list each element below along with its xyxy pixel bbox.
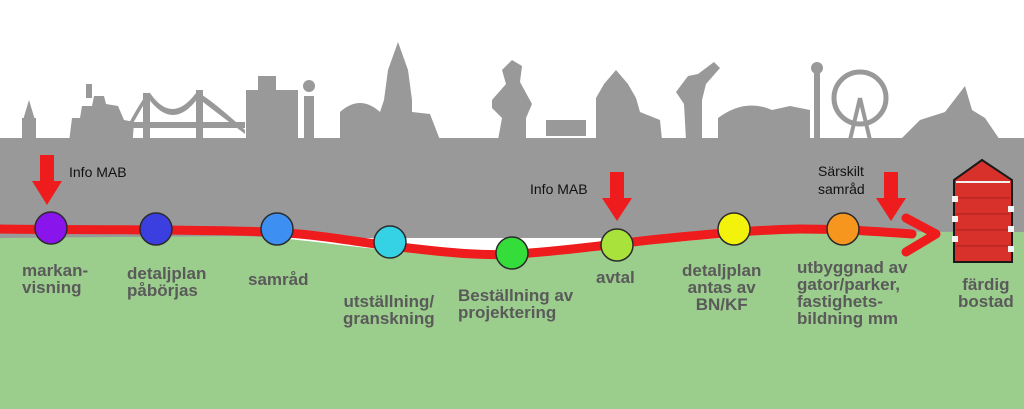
samrad-note-line: samråd: [818, 181, 865, 197]
step-label-detaljplan-antas: detaljplan antas av BN/KF: [682, 262, 761, 313]
label-line: Beställning av: [458, 286, 574, 305]
label-line: antas av: [687, 278, 756, 297]
milestone-circle: [260, 212, 294, 246]
label-line: visning: [22, 278, 82, 297]
milestone-circle: [139, 212, 173, 246]
step-label-markanvisning: markan- visning: [22, 262, 88, 296]
sarskilt-note-line: Särskilt: [818, 163, 864, 179]
label-line: bostad: [958, 292, 1014, 311]
label-line: fastighets-: [797, 292, 883, 311]
info-mab-note-1: Info MAB: [69, 164, 127, 180]
milestone-circle: [717, 212, 751, 246]
skyline-icon: [22, 42, 1000, 150]
label-line: utbyggnad av: [797, 258, 908, 277]
arrow-down-icon: [876, 172, 906, 221]
label-line: BN/KF: [695, 295, 748, 314]
road-arrow-head: [901, 213, 941, 257]
sarskilt-samrad-note: Särskilt samråd: [818, 162, 865, 198]
label-line: bildning mm: [797, 309, 899, 328]
arrow-down-icon: [32, 155, 62, 205]
arrow-down-icon: [602, 172, 632, 221]
ground: [0, 231, 1024, 409]
label-line: granskning: [343, 309, 435, 328]
label-line: påbörjas: [127, 281, 198, 300]
milestone-circle: [34, 211, 68, 245]
milestone-circle: [826, 212, 860, 246]
label-line: färdig: [962, 275, 1010, 294]
step-label-avtal: avtal: [596, 269, 635, 286]
milestone-circle: [600, 228, 634, 262]
milestone-circle: [373, 225, 407, 259]
milestones: [34, 211, 860, 270]
step-label-samrad: samråd: [248, 271, 308, 288]
info-mab-note-2: Info MAB: [530, 181, 588, 197]
step-label-utstallning: utställning/ granskning: [343, 293, 435, 327]
label-line: detaljplan: [682, 261, 762, 280]
house-icon: [952, 158, 1014, 263]
label-line: samråd: [248, 270, 309, 289]
step-label-utbyggnad: utbyggnad av gator/parker, fastighets- b…: [797, 259, 908, 327]
step-label-fardig-bostad: färdig bostad: [958, 276, 1014, 310]
label-line: avtal: [596, 268, 635, 287]
label-line: utställning/: [343, 292, 435, 311]
label-line: detaljplan: [127, 264, 207, 283]
milestone-circle: [495, 236, 529, 270]
label-line: gator/parker,: [797, 275, 900, 294]
step-label-detaljplan-paborjas: detaljplan påbörjas: [127, 265, 206, 299]
label-line: markan-: [22, 261, 89, 280]
step-label-bestallning: Beställning av projektering: [458, 287, 573, 321]
label-line: projektering: [458, 303, 557, 322]
